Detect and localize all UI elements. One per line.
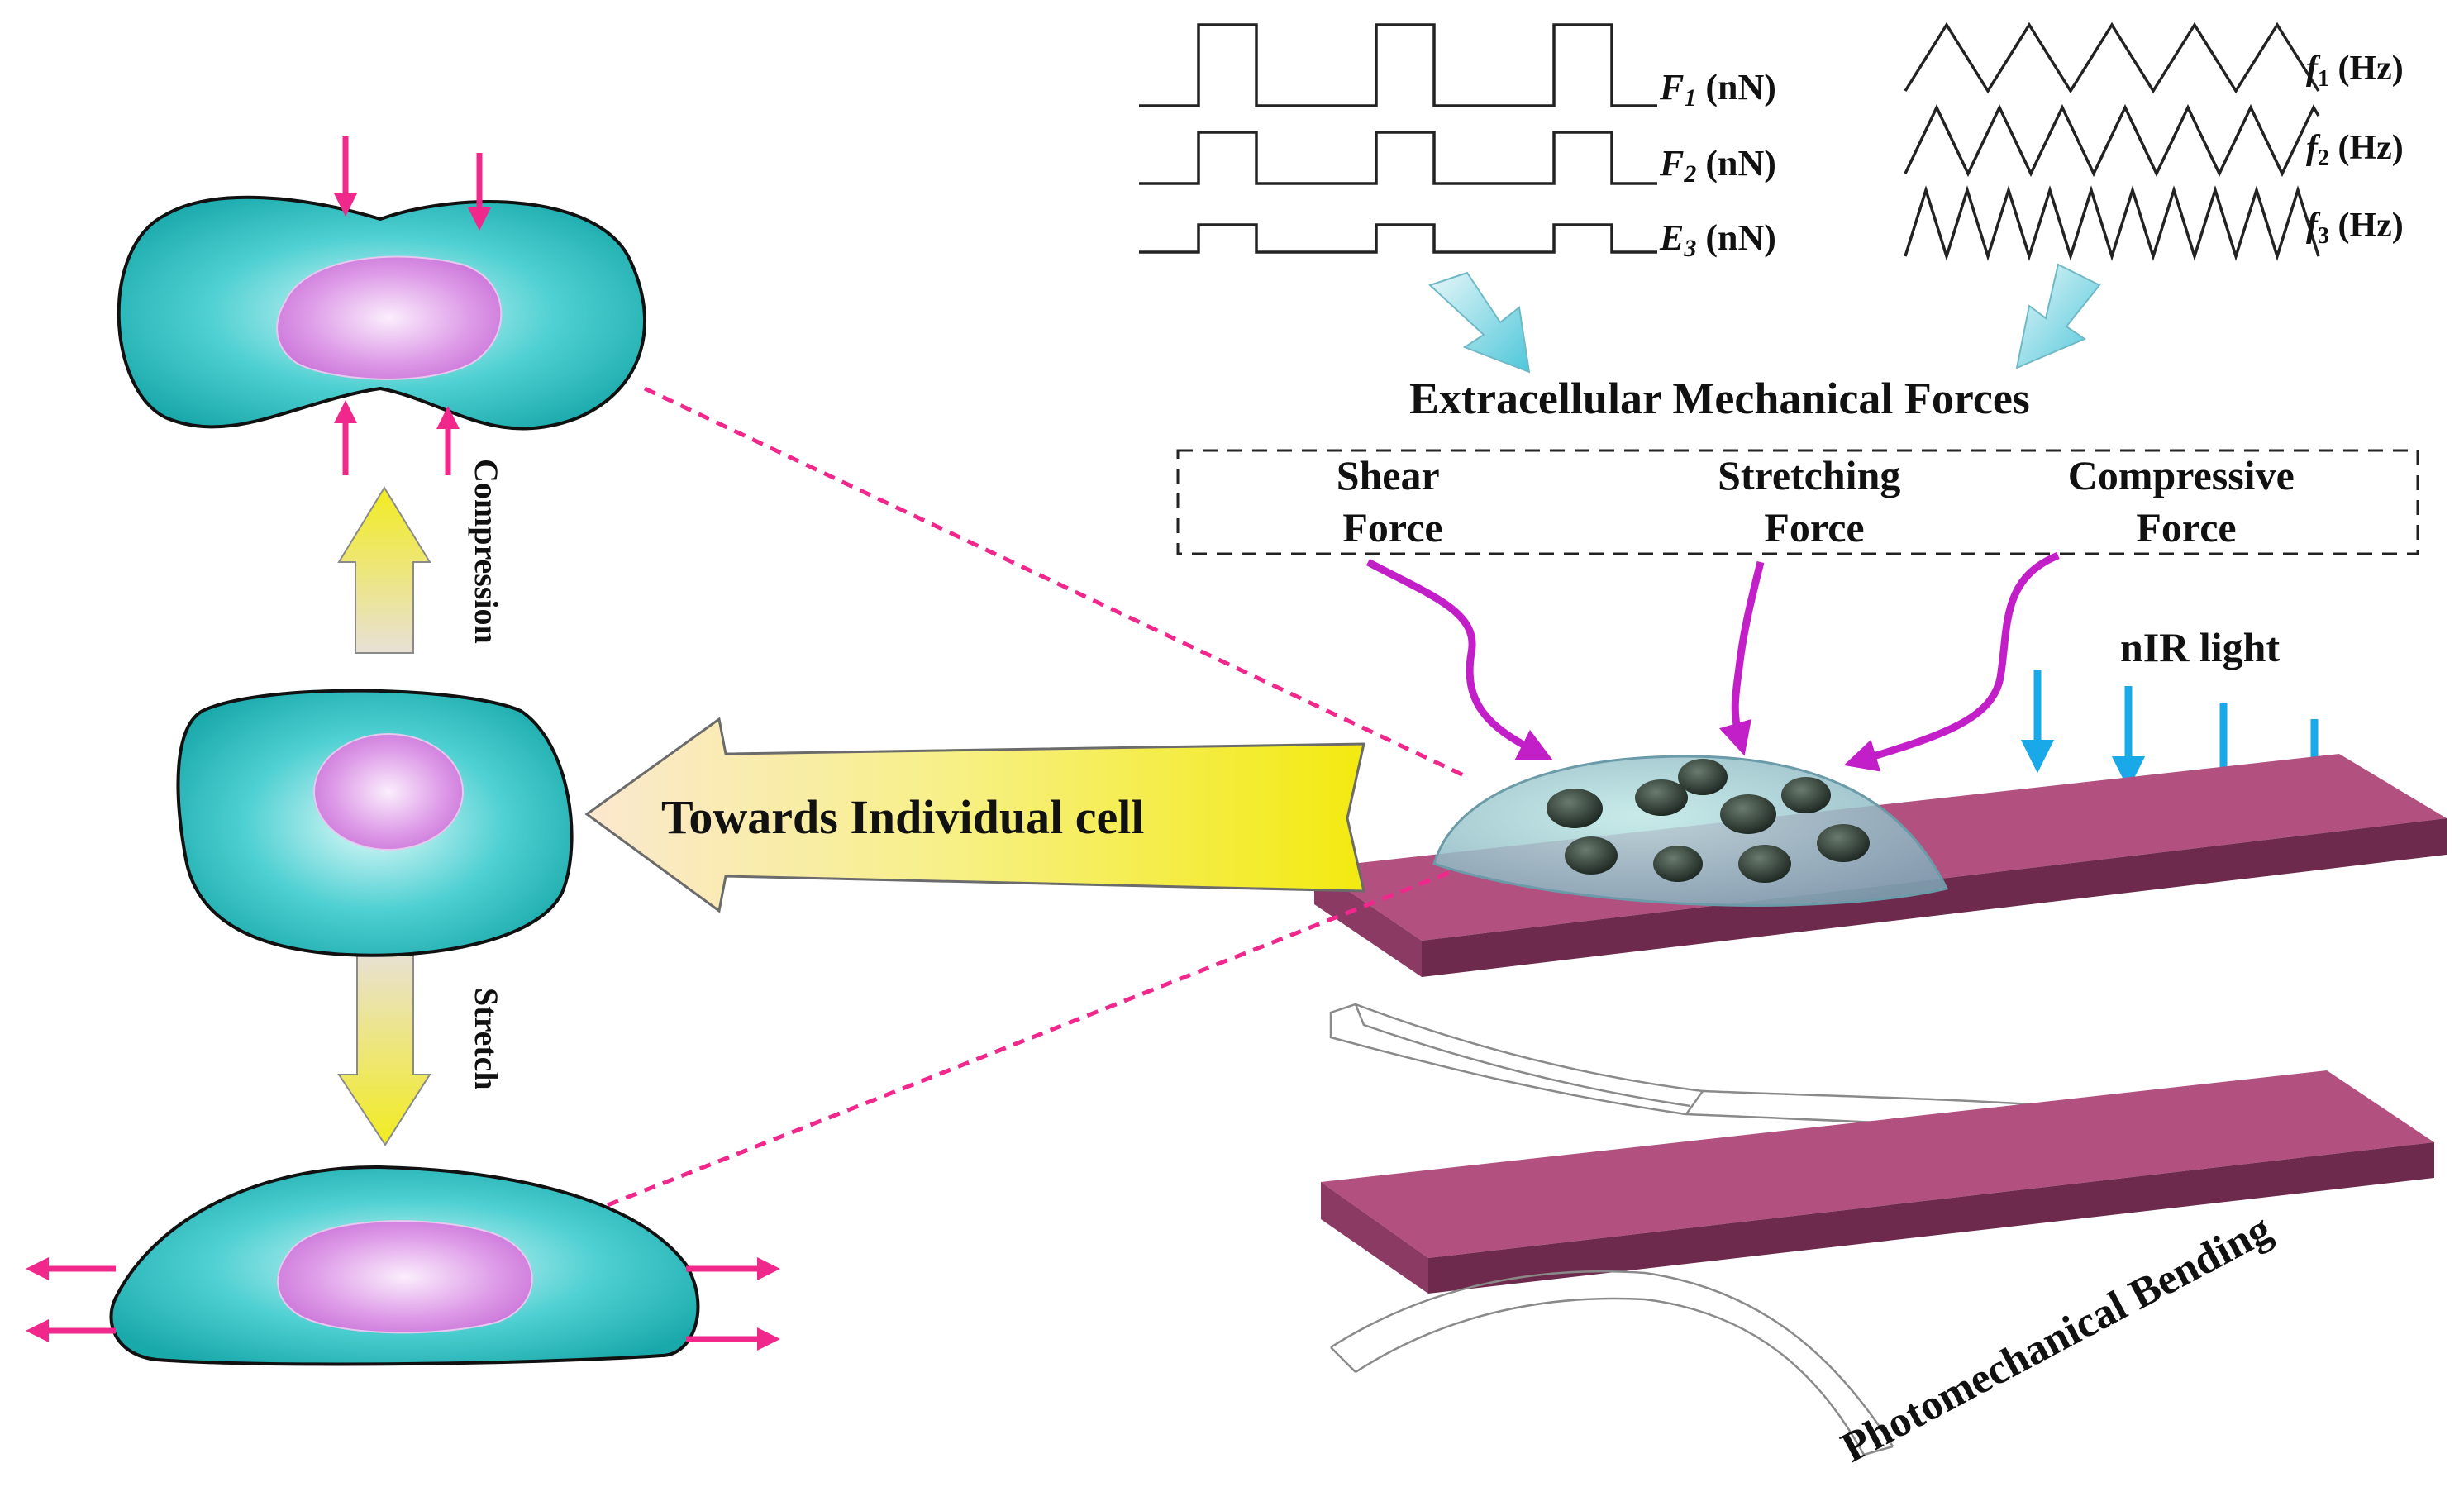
square-wave-f1 xyxy=(1139,23,1657,107)
frequency-labels: f1 (Hz) f2 (Hz) f3 (Hz) xyxy=(2306,50,2404,249)
cell-bead xyxy=(1720,794,1776,834)
cell-nucleus xyxy=(313,733,464,851)
stretching-force-arrow xyxy=(1718,560,1765,756)
extracellular-title: Extracellular Mechanical Forces xyxy=(1409,374,2030,423)
vertical-arrows xyxy=(337,486,431,1146)
photomechanical-bending-label: Photomechanical Bending xyxy=(1834,1205,2279,1471)
towards-individual-cell-arrow: Towards Individual cell xyxy=(584,717,1365,913)
ghost-slab-upper xyxy=(1329,1003,1705,1116)
square-wave-f3 xyxy=(1139,223,1657,254)
shear-force-arrow xyxy=(1365,559,1553,760)
towards-individual-cell-label: Towards Individual cell xyxy=(661,790,1144,844)
frequency-label-2: f2 (Hz) xyxy=(2306,129,2404,171)
connector-lower xyxy=(607,870,1451,1208)
cell-bead xyxy=(1781,777,1831,813)
cell-bead xyxy=(1738,845,1791,883)
cell-bead xyxy=(1678,759,1728,795)
frequency-triangle-waves xyxy=(1904,21,2320,261)
shear-force-label: Shear Force xyxy=(1337,452,1450,550)
frequency-label-1: f1 (Hz) xyxy=(2306,50,2404,92)
force-label-3: E3 (nN) xyxy=(1659,217,1776,262)
stretching-force-label: Stretching Force xyxy=(1718,452,1911,550)
stretch-label: Stretch xyxy=(468,988,505,1090)
force-label-2: F2 (nN) xyxy=(1659,143,1776,188)
compressive-force-label: Compressive Force xyxy=(2068,452,2305,550)
force-types: Shear Force Stretching Force Compressive… xyxy=(1337,452,2305,550)
compression-label: Compression xyxy=(468,459,505,644)
cell-bead xyxy=(1565,836,1618,875)
lower-substrate-front xyxy=(1321,1182,1428,1294)
compressive-force-arrow xyxy=(1843,551,2060,772)
compression-arrow xyxy=(337,486,431,654)
triangle-wave-f3 xyxy=(1904,185,2320,261)
big-yellow-arrow xyxy=(584,717,1365,913)
force-square-waves xyxy=(1139,23,1657,254)
bending-assembly xyxy=(1321,1003,2435,1456)
cell-bead xyxy=(1547,789,1603,828)
stretched-cell xyxy=(25,1165,780,1366)
force-label-1: F1 (nN) xyxy=(1659,67,1776,112)
cyan-arrow-right xyxy=(2015,263,2101,369)
substrate-front xyxy=(1314,868,1422,977)
square-wave-f2 xyxy=(1139,131,1657,185)
ghost-curve-bottom-2 xyxy=(1355,1297,1866,1456)
compressed-cell xyxy=(117,136,646,475)
nir-light-label: nIR light xyxy=(2120,624,2280,670)
cell-nucleus xyxy=(277,1220,533,1334)
stretch-arrow xyxy=(337,950,431,1146)
cell-dome xyxy=(1432,755,1949,907)
force-arrows xyxy=(1365,551,2060,772)
lower-substrate-top xyxy=(1321,1070,2434,1258)
ghost-slab-upper-inner xyxy=(1354,1003,1691,1108)
cell-bead xyxy=(1635,779,1688,816)
force-types-box xyxy=(1176,449,2419,555)
resting-cell xyxy=(176,689,574,957)
cell-nucleus xyxy=(276,255,503,380)
lower-substrate-side xyxy=(1428,1142,2434,1294)
cell-bead xyxy=(1653,846,1703,882)
frequency-label-3: f3 (Hz) xyxy=(2306,207,2404,249)
converging-arrows xyxy=(1428,263,2101,374)
ghost-curve-bottom-3 xyxy=(1330,1346,1894,1456)
cyan-arrow-left xyxy=(1428,271,1531,374)
cell-bead xyxy=(1817,824,1870,862)
ghost-curve-bottom xyxy=(1330,1270,1894,1447)
connector-upper xyxy=(643,386,1469,779)
substrate-side xyxy=(1422,818,2447,977)
triangle-wave-f1 xyxy=(1904,21,2320,94)
connector-lines xyxy=(607,386,1469,1208)
force-labels: F1 (nN) F2 (nN) E3 (nN) xyxy=(1659,67,1776,262)
triangle-wave-f2 xyxy=(1904,103,2320,178)
